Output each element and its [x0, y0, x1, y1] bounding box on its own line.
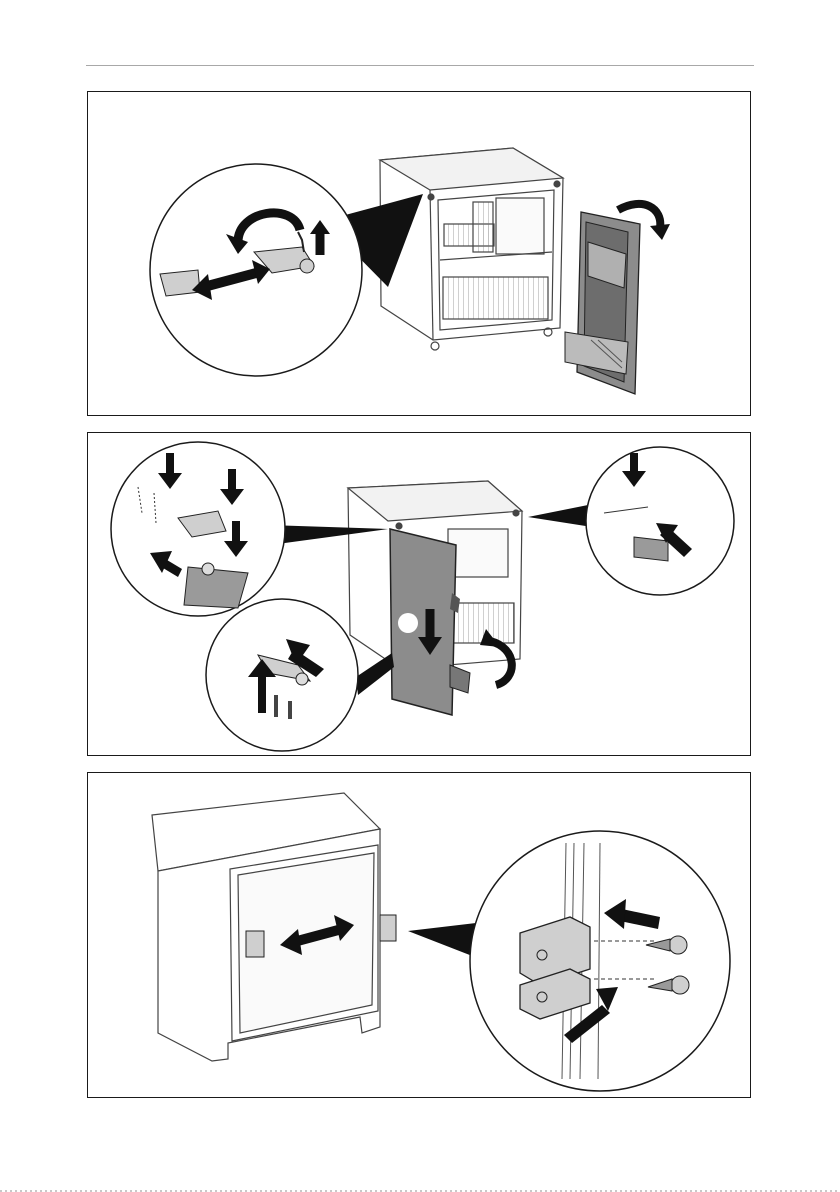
fixing-bracket-left: [246, 931, 264, 957]
figure-mount-door-drawing: [88, 433, 751, 756]
header-rule: [86, 65, 754, 66]
zoom-circle-bracket: [408, 831, 730, 1091]
figure-remove-door-drawing: [88, 92, 751, 416]
figure-panel-mount-brackets: [87, 772, 751, 1098]
fridge-door: [565, 212, 640, 394]
figure-panel-mount-door: [87, 432, 751, 756]
fridge-cabinet: [380, 148, 563, 350]
zoom-circle-left-top-hinge: [111, 442, 388, 616]
fixing-bracket-right: [380, 915, 396, 941]
figure-mount-brackets-drawing: [88, 773, 751, 1098]
figure-panel-remove-door: [87, 91, 751, 416]
